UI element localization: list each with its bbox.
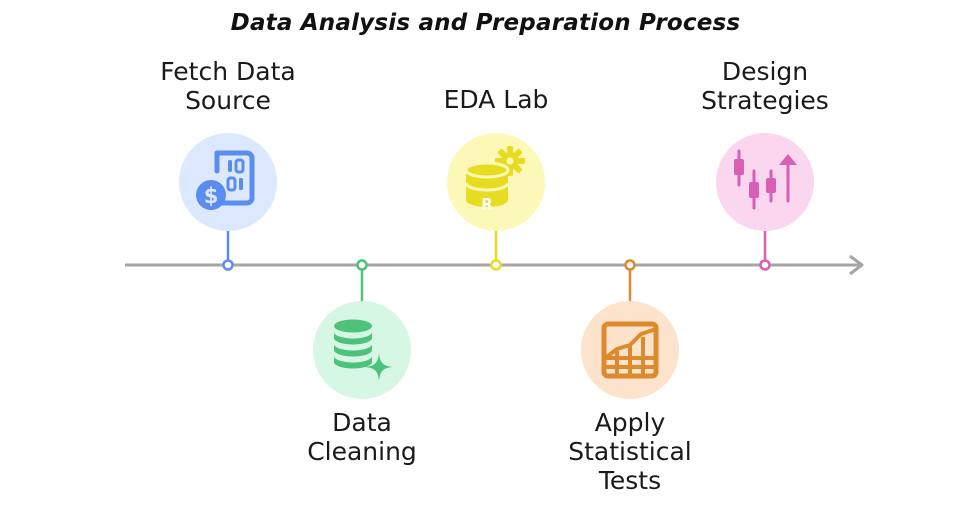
marker-2 <box>356 259 368 271</box>
database-dollar-icon: $ <box>196 150 255 210</box>
diagram-title: Data Analysis and Preparation Process <box>230 10 741 36</box>
marker-1 <box>222 259 234 271</box>
chart-table-icon <box>601 321 659 379</box>
step-label-apply-statistical-tests: Apply Statistical Tests <box>568 408 692 495</box>
candlestick-arrow-icon <box>734 149 797 210</box>
step-label-design-strategies: Design Strategies <box>701 57 829 115</box>
step-label-eda-lab: EDA Lab <box>443 85 549 114</box>
step-circle-3: R <box>447 133 545 231</box>
svg-text:R: R <box>481 195 493 213</box>
r-database-gear-icon: R <box>464 146 525 213</box>
timeline-arrowhead <box>849 254 864 276</box>
step-circle-4 <box>581 301 679 399</box>
svg-text:$: $ <box>204 184 219 208</box>
marker-5 <box>759 259 771 271</box>
step-label-data-cleaning: Data Cleaning <box>307 408 417 466</box>
step-label-fetch-data-source: Fetch Data Source <box>160 57 296 115</box>
marker-4 <box>624 259 636 271</box>
database-sparkle-icon <box>334 319 393 381</box>
step-circle-1: $ <box>179 133 277 231</box>
marker-3 <box>490 259 502 271</box>
step-circle-5 <box>716 133 814 231</box>
step-circle-2 <box>313 301 411 399</box>
